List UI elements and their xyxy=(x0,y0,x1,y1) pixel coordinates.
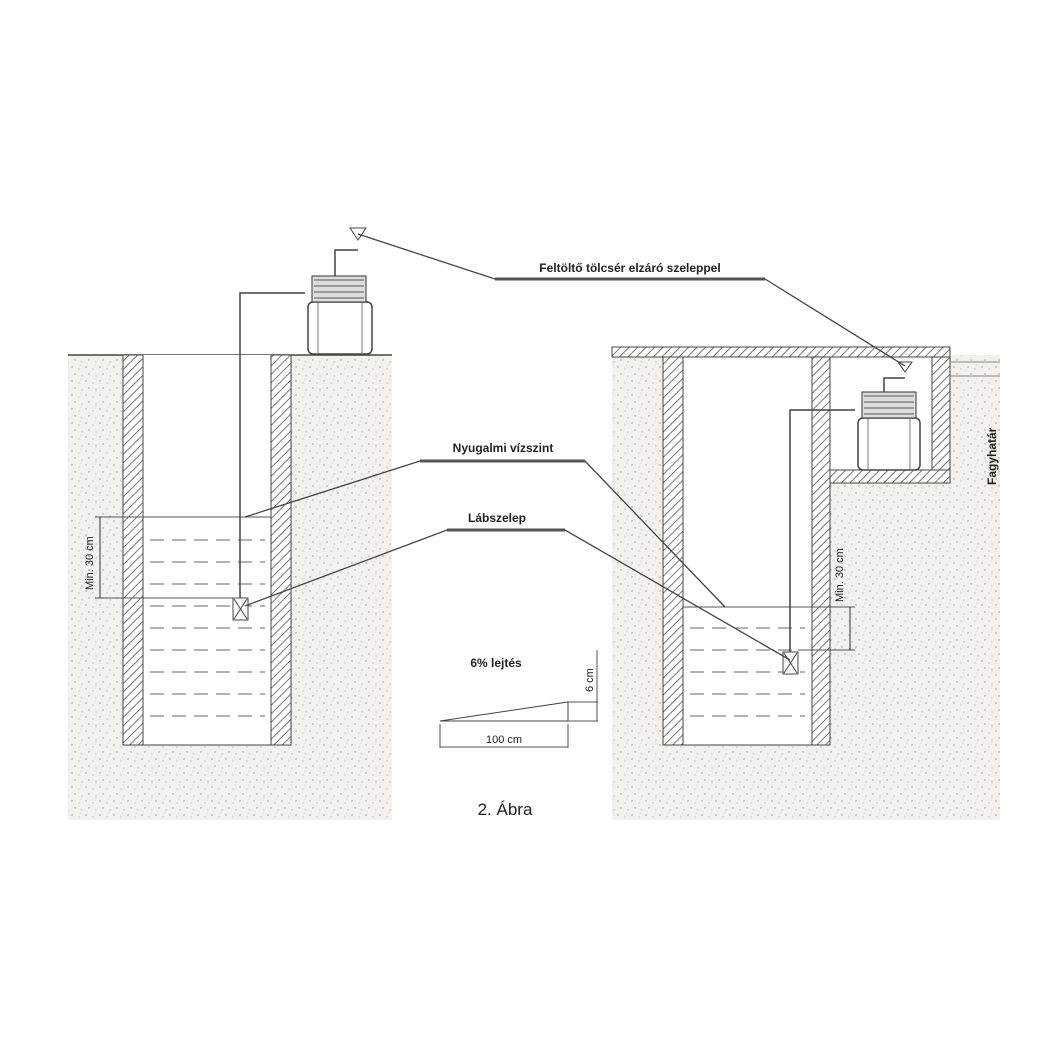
chamber-floor xyxy=(829,469,951,484)
leader-funnel: Feltöltő tölcsér elzáró szeleppel xyxy=(357,233,906,367)
min-30-dimension-left: Min. 30 cm xyxy=(84,516,240,599)
min-30-label-left: Min. 30 cm xyxy=(84,536,96,590)
suction-pipe xyxy=(789,409,855,652)
leader-static-level: Nyugalmi vízszint xyxy=(244,441,726,608)
funnel-label: Feltöltő tölcsér elzáró szeleppel xyxy=(539,261,720,275)
well-wall xyxy=(270,354,292,746)
chamber-wall xyxy=(931,356,951,484)
leader-foot-valve: Lábszelep xyxy=(244,511,791,661)
figure-caption: 2. Ábra xyxy=(478,800,533,819)
slope-diagram: 6% lejtés 6 cm 100 cm xyxy=(439,650,598,748)
slope-label: 6% lejtés xyxy=(470,656,522,670)
slope-length-label: 100 cm xyxy=(486,734,522,746)
frost-line-label: Fagyhatár xyxy=(985,427,999,485)
right-well: Min. 30 cm Fagyhatár xyxy=(611,346,1000,820)
pump xyxy=(307,249,373,355)
min-30-label-right: Min. 30 cm xyxy=(834,548,846,602)
left-well: Min. 30 cm xyxy=(68,227,392,820)
min-30-dimension-right: Min. 30 cm xyxy=(798,548,855,651)
pump xyxy=(857,377,921,471)
suction-pipe xyxy=(239,292,305,598)
well-wall xyxy=(662,356,684,746)
slope-rise-label: 6 cm xyxy=(584,668,596,692)
foot-valve-label: Lábszelep xyxy=(468,511,526,525)
cover-slab xyxy=(611,346,951,358)
well-wall xyxy=(811,356,831,746)
static-level-label: Nyugalmi vízszint xyxy=(453,441,554,455)
well-wall xyxy=(122,354,144,746)
